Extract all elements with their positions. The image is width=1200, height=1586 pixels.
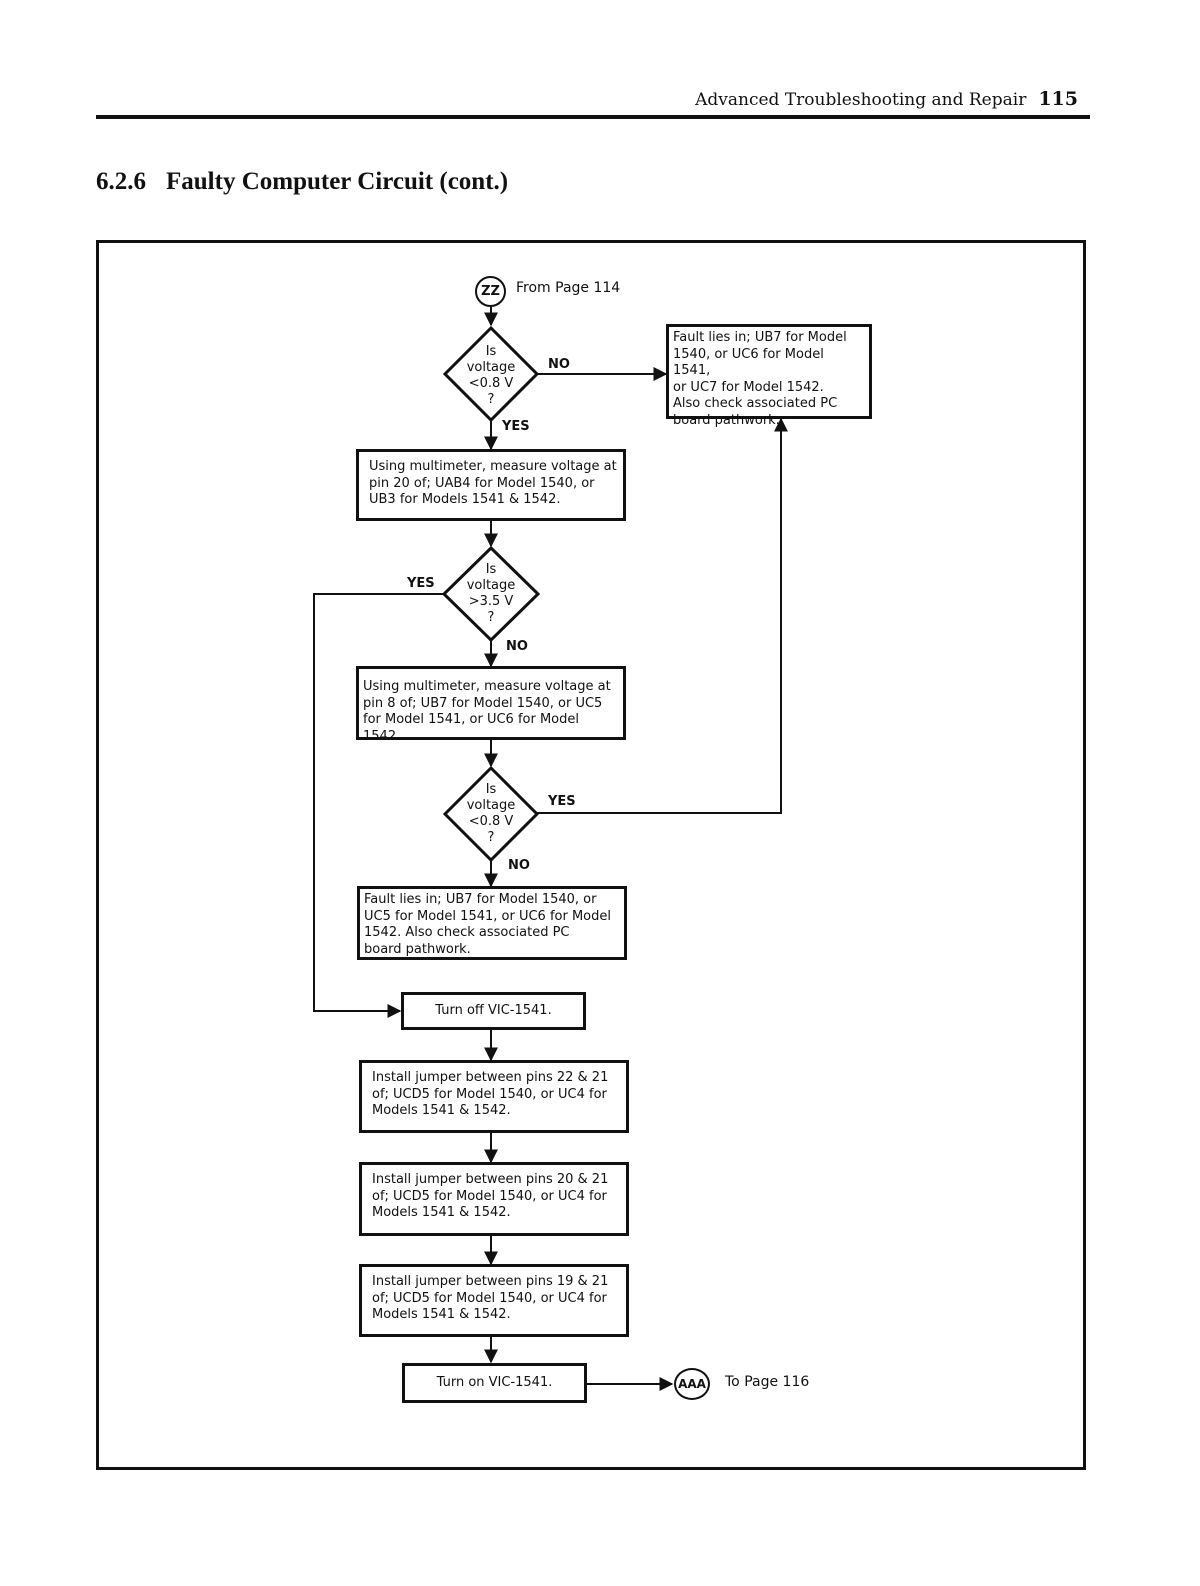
decision1-no-label: NO bbox=[548, 357, 570, 372]
fault-box-2: Fault lies in; UB7 for Model 1540, or UC… bbox=[357, 886, 627, 960]
section-title: Faulty Computer Circuit (cont.) bbox=[166, 168, 509, 195]
decision1-yes-label: YES bbox=[502, 419, 530, 434]
step-jumper-19-21: Install jumper between pins 19 & 21 of; … bbox=[359, 1264, 629, 1337]
running-title: Advanced Troubleshooting and Repair bbox=[695, 90, 1027, 110]
step-measure-pin8: Using multimeter, measure voltage at pin… bbox=[356, 666, 626, 744]
decision2-diamond bbox=[441, 545, 541, 643]
section-number: 6.2.6 bbox=[96, 168, 146, 195]
decision2-no-label: NO bbox=[506, 639, 528, 654]
step-jumper-22-21: Install jumper between pins 22 & 21 of; … bbox=[359, 1060, 629, 1133]
end-connector-text: To Page 116 bbox=[725, 1374, 810, 1390]
page-number: 115 bbox=[1038, 88, 1078, 110]
section-heading: 6.2.6 Faulty Computer Circuit (cont.) bbox=[96, 168, 508, 196]
end-connector: AAA bbox=[674, 1368, 710, 1400]
decision2-text: Is voltage >3.5 V ? bbox=[466, 562, 516, 625]
decision3-text: Is voltage <0.8 V ? bbox=[466, 782, 516, 845]
decision1-diamond bbox=[442, 325, 540, 423]
start-connector-text: From Page 114 bbox=[516, 280, 621, 296]
decision3-yes-label: YES bbox=[548, 794, 576, 809]
decision1-text: Is voltage <0.8 V ? bbox=[466, 344, 516, 407]
edge-decision3-yes bbox=[537, 417, 788, 814]
header-rule bbox=[96, 115, 1090, 119]
step-jumper-20-21: Install jumper between pins 20 & 21 of; … bbox=[359, 1162, 629, 1236]
edge-decision2-yes bbox=[313, 593, 444, 1018]
flowchart-frame bbox=[96, 240, 1086, 1470]
decision3-no-label: NO bbox=[508, 858, 530, 873]
decision3-diamond bbox=[442, 765, 540, 863]
running-header: Advanced Troubleshooting and Repair 115 bbox=[0, 88, 1078, 110]
start-connector: ZZ bbox=[475, 276, 506, 307]
step-turn-off: Turn off VIC-1541. bbox=[401, 992, 586, 1030]
decision2-yes-label: YES bbox=[407, 576, 435, 591]
step-measure-pin20: Using multimeter, measure voltage at pin… bbox=[356, 449, 626, 521]
step-turn-on: Turn on VIC-1541. bbox=[402, 1363, 587, 1403]
fault-box-1: Fault lies in; UB7 for Model 1540, or UC… bbox=[666, 324, 872, 428]
